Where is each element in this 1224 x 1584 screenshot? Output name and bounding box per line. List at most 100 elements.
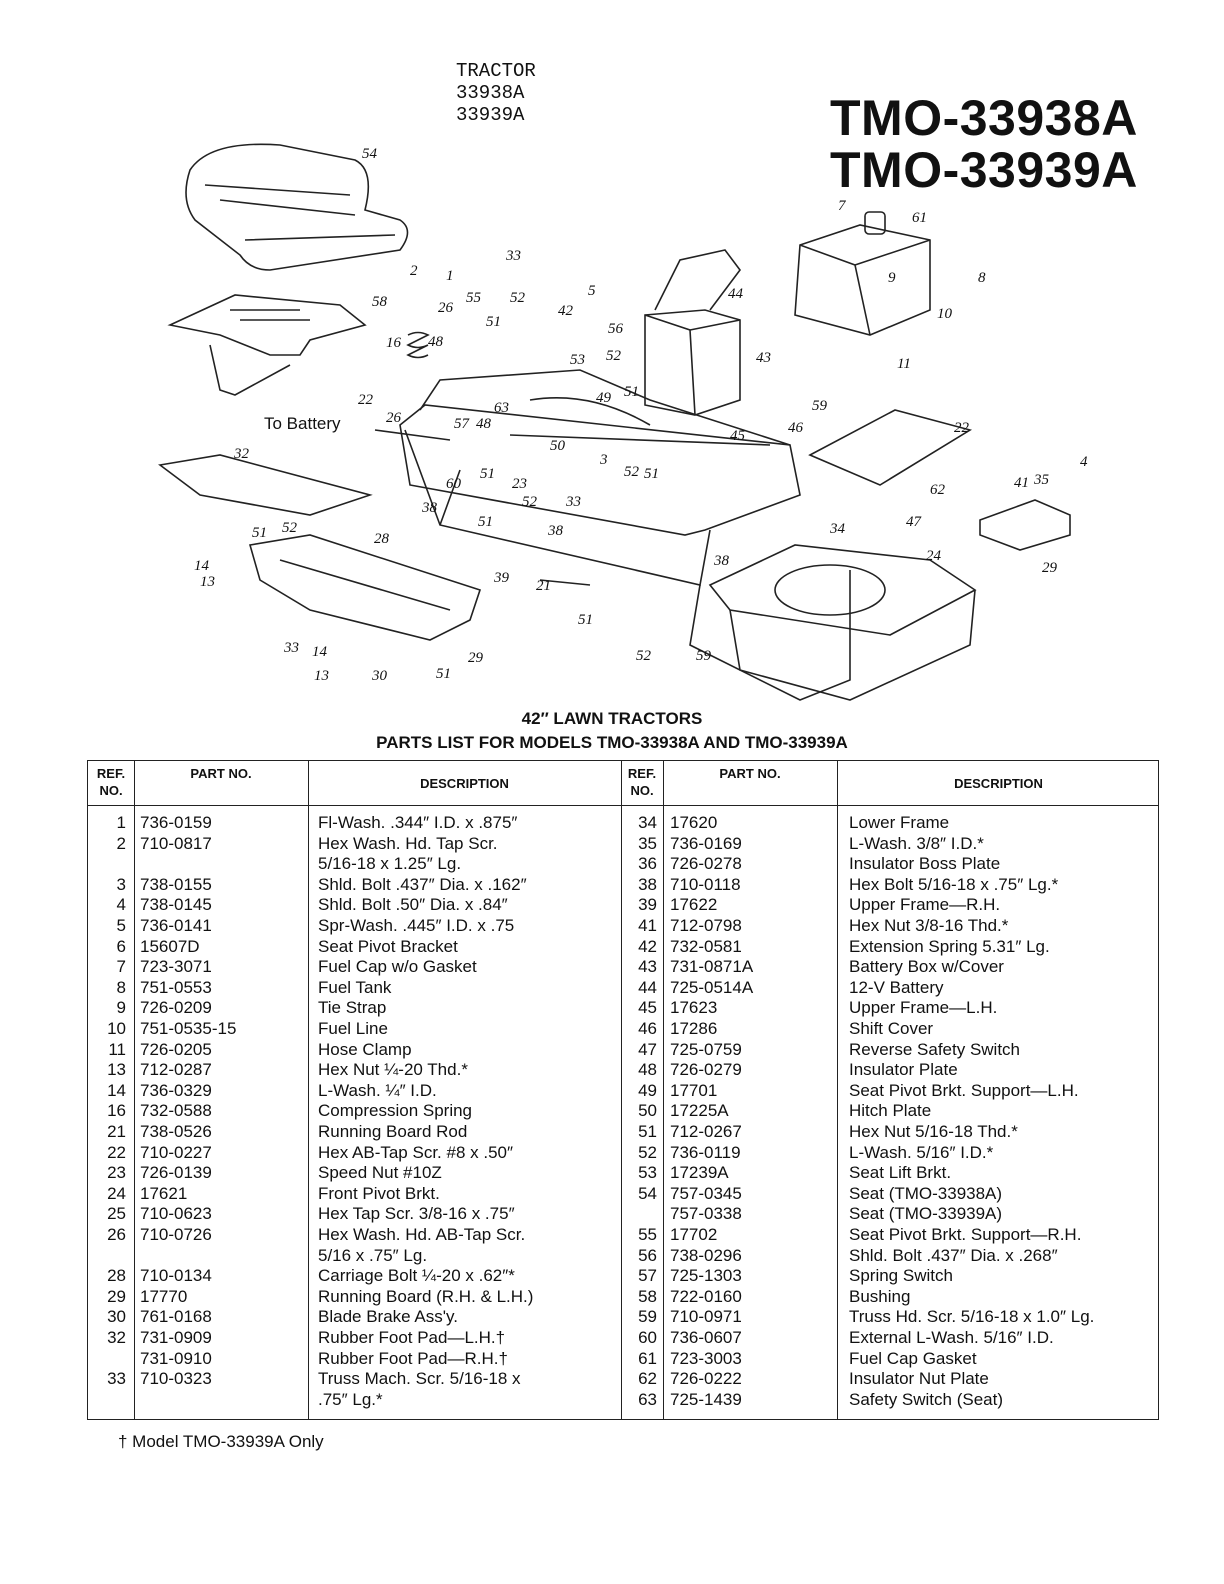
callout-label: 1 [446, 268, 454, 284]
part-number: 712-0267 [670, 1122, 742, 1141]
ref-number: 6 [116, 936, 126, 956]
parts-list-heading: PARTS LIST FOR MODELS TMO-33938A AND TMO… [376, 733, 848, 752]
part-number: 710-0134 [140, 1266, 212, 1286]
ref-number: 53 [638, 1163, 657, 1183]
part-description: Front Pivot Brkt. [318, 1183, 440, 1203]
callout-label: 3 [599, 452, 608, 468]
battery-box-drawing [644, 309, 741, 416]
ref-number: 42 [638, 936, 657, 956]
seat-bracket-drawing [167, 294, 367, 356]
model-title: TMO-33938A TMO-33939A [830, 92, 1138, 196]
callout-label: 29 [1042, 560, 1058, 576]
ref-number: 5 [116, 916, 126, 935]
ref-number: 32 [107, 1328, 126, 1347]
ref-number: 49 [638, 1080, 657, 1100]
part-description: Battery Box w/Cover [849, 957, 1004, 977]
callout-label: 26 [438, 300, 454, 316]
parts-table: REF. NO. PART NO. DESCRIPTION REF. NO. P… [87, 760, 1159, 1420]
callout-label: 51 [478, 514, 493, 530]
ref-number: 26 [107, 1225, 126, 1244]
callout-label: 52 [522, 494, 538, 510]
callout-label: 58 [372, 294, 388, 310]
callout-label: 62 [930, 482, 946, 498]
callout-label: 14 [312, 644, 328, 660]
part-number: 725-0514A [670, 977, 754, 997]
ref-number: 60 [638, 1328, 657, 1347]
part-description: Spring Switch [849, 1266, 953, 1286]
ref-number: 54 [638, 1183, 657, 1203]
part-number: 710-0817 [140, 833, 212, 853]
part-description: Carriage Bolt ¼-20 x .62″* [318, 1266, 515, 1286]
callout-label: 43 [756, 350, 771, 366]
ref-number: 46 [638, 1019, 657, 1038]
callout-label: 28 [374, 531, 390, 547]
callout-label: 49 [596, 390, 612, 406]
callout-label: 35 [1033, 472, 1050, 488]
description-header: DESCRIPTION [954, 776, 1043, 791]
callout-label: 23 [512, 476, 527, 492]
part-number: 710-0227 [140, 1142, 212, 1162]
ref-number: 34 [638, 813, 657, 832]
part-number: 751-0535-15 [140, 1019, 237, 1038]
ref-number: 44 [638, 977, 657, 997]
model-title-line: TMO-33939A [830, 142, 1138, 198]
part-number: 731-0910 [140, 1348, 212, 1368]
seat-drawing [185, 143, 409, 271]
tractor-label-line: TRACTOR [456, 60, 536, 82]
part-description: Fuel Cap Gasket [849, 1348, 977, 1368]
part-description: Seat Pivot Brkt. Support—L.H. [849, 1080, 1079, 1100]
ref-number: 38 [638, 874, 657, 894]
callout-label: 48 [476, 416, 492, 432]
part-description: L-Wash. ¼″ I.D. [318, 1080, 437, 1100]
part-number: 726-0205 [140, 1039, 212, 1059]
part-description: Hex Wash. Hd. AB-Tap Scr. [318, 1225, 526, 1244]
ref-number: 41 [638, 916, 657, 935]
ref-number: 62 [638, 1369, 657, 1389]
part-description: Extension Spring 5.31″ Lg. [849, 936, 1050, 956]
part-description: Shld. Bolt .437″ Dia. x .162″ [318, 874, 527, 894]
ref-number: 55 [638, 1225, 657, 1244]
part-description: Rubber Foot Pad—R.H.† [318, 1348, 508, 1368]
foot-pad-left-drawing [158, 454, 373, 516]
callout-label: 30 [371, 668, 388, 684]
part-number: 726-0222 [670, 1369, 742, 1389]
part-number: 17621 [140, 1183, 188, 1203]
callout-label: 52 [282, 520, 298, 536]
callout-label: 50 [550, 438, 566, 454]
part-description: Hex Nut 5/16-18 Thd.* [849, 1122, 1018, 1141]
part-number: 712-0287 [140, 1060, 212, 1080]
callout-label: 13 [200, 574, 215, 590]
callout-label: 53 [570, 352, 585, 368]
ref-number: 35 [638, 833, 657, 853]
callout-label: 4 [1080, 454, 1088, 470]
part-description: Bushing [849, 1286, 911, 1306]
part-number: 17286 [670, 1019, 718, 1038]
part-description: Shift Cover [849, 1019, 934, 1038]
callout-label: 51 [644, 466, 659, 482]
ref-number: 10 [107, 1019, 126, 1038]
part-no-header: PART NO. [190, 766, 252, 781]
ref-no-header: REF. NO. [627, 766, 657, 798]
callout-label: 11 [897, 356, 911, 372]
tractor-label-line: 33939A [456, 104, 525, 126]
part-number: 17239A [670, 1163, 729, 1183]
part-description: Seat Pivot Brkt. Support—R.H. [849, 1225, 1082, 1244]
part-description: Reverse Safety Switch [849, 1039, 1021, 1059]
callout-label: 10 [937, 306, 953, 322]
part-number: 726-0139 [140, 1163, 212, 1183]
callout-label: 29 [468, 650, 484, 666]
part-description: Shld. Bolt .50″ Dia. x .84″ [318, 895, 508, 915]
callout-label: 52 [606, 348, 622, 364]
part-number: 761-0168 [140, 1307, 212, 1327]
part-number: 710-0971 [670, 1307, 742, 1327]
callout-label: 60 [446, 476, 462, 492]
callout-label: 9 [888, 270, 896, 286]
model-title-line: TMO-33938A [830, 90, 1138, 146]
tractor-label-line: 33938A [456, 82, 525, 104]
callout-label: 34 [829, 521, 846, 537]
callout-label: 33 [283, 640, 299, 656]
part-description: Tie Strap [318, 998, 387, 1018]
part-description: 5/16 x .75″ Lg. [318, 1245, 428, 1265]
ref-number: 61 [638, 1348, 657, 1368]
part-number: 17623 [670, 998, 718, 1018]
